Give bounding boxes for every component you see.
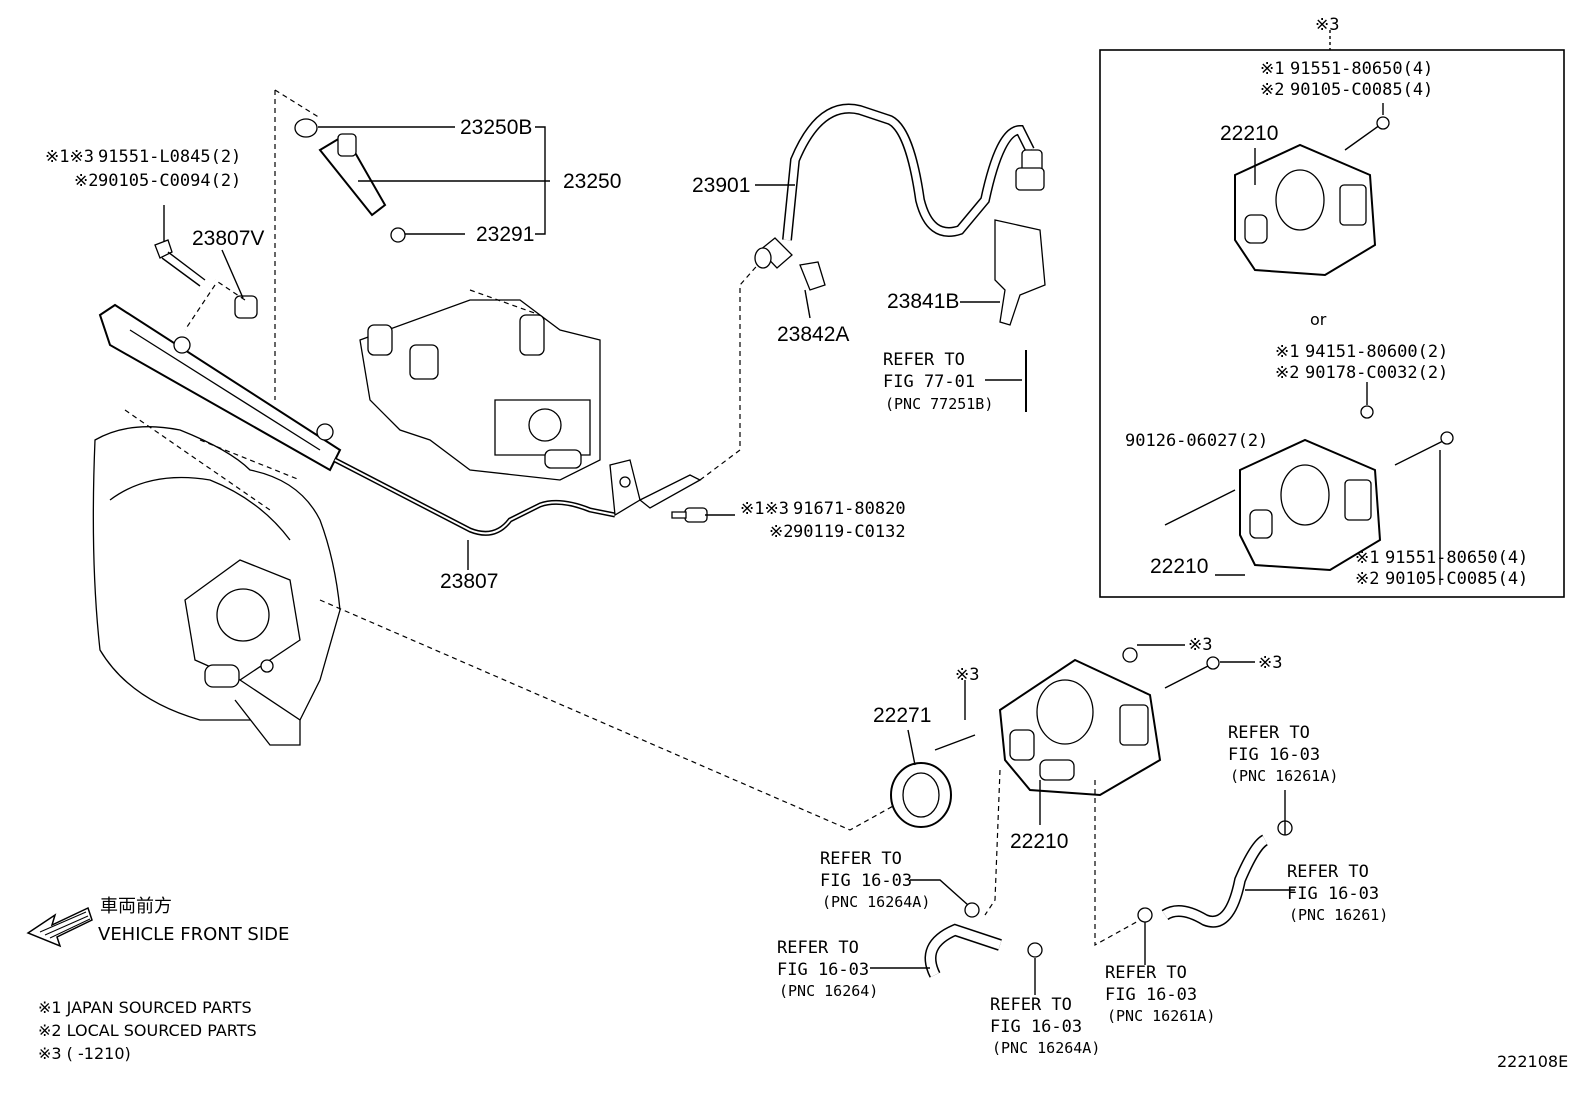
vehicle-front-arrow-icon bbox=[26, 906, 93, 948]
refer-b-l3: (PNC 16264A) bbox=[822, 893, 930, 911]
refer-e-l3: (PNC 16264A) bbox=[992, 1039, 1100, 1057]
label-23291: 23291 bbox=[476, 223, 534, 246]
mark-2-box-mid: ※2 bbox=[1275, 363, 1299, 383]
refer-d-l3: (PNC 16264) bbox=[779, 982, 878, 1000]
label-23807v: 23807V bbox=[192, 227, 264, 250]
mark-1-box-bot: ※1 bbox=[1355, 548, 1379, 568]
refer-d-l1: REFER TO bbox=[777, 938, 859, 958]
label-23250b: 23250B bbox=[460, 116, 532, 139]
label-22210-box-top: 22210 bbox=[1220, 122, 1278, 145]
mark-2-box-bot: ※2 bbox=[1355, 569, 1379, 589]
grommet-23807v bbox=[234, 295, 258, 319]
bolt-pipe-1: 91671-80820 bbox=[793, 499, 906, 519]
throttle-body-variant-b bbox=[1164, 405, 1454, 572]
hose-16261-inner bbox=[1162, 835, 1268, 926]
mark-3-nut: ※3 bbox=[1188, 635, 1212, 655]
hose-clamp-b bbox=[1027, 942, 1043, 958]
refer-f-l3: (PNC 16261A) bbox=[1107, 1007, 1215, 1025]
mark-2-box-top: ※2 bbox=[1260, 80, 1284, 100]
pipe-bolt bbox=[671, 507, 708, 523]
legend-1: ※1 JAPAN SOURCED PARTS bbox=[38, 998, 252, 1017]
label-22271: 22271 bbox=[873, 704, 931, 727]
bolt-left-1: 91551-L0845(2) bbox=[98, 147, 241, 167]
throttle-body-variant-a bbox=[1234, 116, 1390, 277]
label-23807: 23807 bbox=[440, 570, 498, 593]
hose-16264-inner bbox=[926, 925, 1002, 978]
refer-7701-l1: REFER TO bbox=[883, 350, 965, 370]
gasket-22271 bbox=[890, 762, 952, 828]
refer-7701-l3: (PNC 77251B) bbox=[885, 395, 993, 413]
refer-f-l1: REFER TO bbox=[1105, 963, 1187, 983]
refer-e-l1: REFER TO bbox=[990, 995, 1072, 1015]
label-23842a: 23842A bbox=[777, 323, 849, 346]
label-23901: 23901 bbox=[692, 174, 750, 197]
refer-a-l3: (PNC 16261A) bbox=[1230, 767, 1338, 785]
hose-clamp-d bbox=[1137, 907, 1153, 923]
label-23250: 23250 bbox=[563, 170, 621, 193]
bolt-pipe-2: 90119-C0132 bbox=[793, 522, 906, 542]
label-or: or bbox=[1310, 310, 1327, 329]
variant-box bbox=[1099, 49, 1565, 598]
bolt-box-top-2: 90105-C0085(4) bbox=[1290, 80, 1433, 100]
mark-13-left: ※1※3 bbox=[45, 147, 94, 167]
bolt-box-bot-2: 90105-C0085(4) bbox=[1385, 569, 1528, 589]
mark-2-left: ※2 bbox=[74, 171, 98, 191]
front-jp: 車両前方 bbox=[100, 896, 172, 917]
mark-1-box-top: ※1 bbox=[1260, 59, 1284, 79]
label-90126: 90126-06027(2) bbox=[1125, 431, 1268, 451]
hose-clamp-a bbox=[964, 902, 980, 918]
engine-block-illustration bbox=[359, 289, 601, 481]
fuel-pipe-inner bbox=[334, 459, 616, 535]
refer-b-l1: REFER TO bbox=[820, 849, 902, 869]
fuel-rail bbox=[98, 303, 342, 472]
injector-23250 bbox=[294, 118, 406, 243]
legend-3: ※3 ( -1210) bbox=[38, 1044, 131, 1063]
refer-7701-l2: FIG 77-01 bbox=[883, 372, 975, 392]
label-22210-main: 22210 bbox=[1010, 830, 1068, 853]
refer-d-l2: FIG 16-03 bbox=[777, 960, 869, 980]
refer-c-l3: (PNC 16261) bbox=[1289, 906, 1388, 924]
refer-e-l2: FIG 16-03 bbox=[990, 1017, 1082, 1037]
refer-c-l1: REFER TO bbox=[1287, 862, 1369, 882]
mark-3-bolt: ※3 bbox=[1258, 653, 1282, 673]
mark-1-box-mid: ※1 bbox=[1275, 342, 1299, 362]
drawing-number: 222108E bbox=[1497, 1052, 1568, 1071]
front-en: VEHICLE FRONT SIDE bbox=[98, 924, 289, 945]
refer-a-l1: REFER TO bbox=[1228, 723, 1310, 743]
tube-connector bbox=[754, 149, 1045, 269]
bolt-left-2: 90105-C0094(2) bbox=[98, 171, 241, 191]
bolt-box-bot-1: 91551-80650(4) bbox=[1385, 548, 1528, 568]
refer-a-l2: FIG 16-03 bbox=[1228, 745, 1320, 765]
mark-3-box: ※3 bbox=[1315, 15, 1339, 35]
label-23841b: 23841B bbox=[887, 290, 959, 313]
bolt-box-mid-2: 90178-C0032(2) bbox=[1305, 363, 1448, 383]
bolt-box-top-1: 91551-80650(4) bbox=[1290, 59, 1433, 79]
tube-23901-inner bbox=[783, 105, 1034, 241]
throttle-body-main bbox=[934, 647, 1220, 797]
label-22210-box-bottom: 22210 bbox=[1150, 555, 1208, 578]
legend-2: ※2 LOCAL SOURCED PARTS bbox=[38, 1021, 257, 1040]
refer-b-l2: FIG 16-03 bbox=[820, 871, 912, 891]
mark-3-stud: ※3 bbox=[955, 665, 979, 685]
refer-c-l2: FIG 16-03 bbox=[1287, 884, 1379, 904]
clip-23842a bbox=[799, 261, 826, 291]
mark-2-pipe: ※2 bbox=[769, 522, 793, 542]
intake-manifold-illustration bbox=[92, 426, 341, 746]
bolt-box-mid-1: 94151-80600(2) bbox=[1305, 342, 1448, 362]
pipe-bracket bbox=[609, 459, 702, 517]
mark-13-pipe: ※1※3 bbox=[740, 499, 789, 519]
sensor-23841b bbox=[994, 219, 1046, 326]
refer-f-l2: FIG 16-03 bbox=[1105, 985, 1197, 1005]
